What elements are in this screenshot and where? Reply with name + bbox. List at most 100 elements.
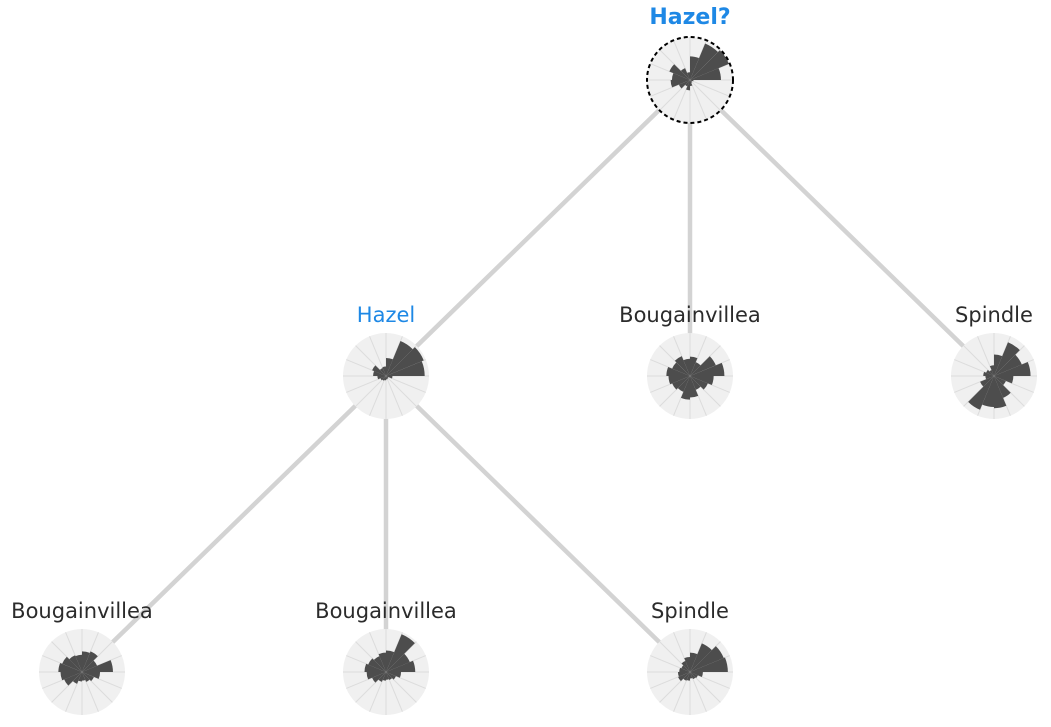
rose-bar bbox=[378, 652, 386, 672]
rose-bar bbox=[82, 672, 101, 679]
rose-spoke bbox=[673, 336, 691, 377]
rose-bar bbox=[989, 370, 994, 376]
rose-spoke bbox=[369, 375, 387, 416]
rose-bar bbox=[386, 660, 416, 672]
query-highlight-ring bbox=[646, 36, 734, 124]
rose-bar bbox=[75, 654, 82, 672]
rose-bar bbox=[386, 653, 410, 672]
rose-spoke bbox=[355, 375, 387, 407]
rose-bar bbox=[683, 672, 690, 681]
rose-bar bbox=[368, 658, 386, 672]
rose-bar bbox=[82, 651, 90, 672]
rose-bar bbox=[681, 660, 690, 672]
rose-spoke bbox=[65, 671, 83, 712]
rose-bar bbox=[690, 643, 712, 672]
edges-layer bbox=[79, 77, 997, 675]
tree-node-boug2: Bougainvillea bbox=[11, 599, 153, 715]
rose-bar bbox=[377, 376, 386, 380]
node-label: Bougainvillea bbox=[619, 303, 761, 327]
tree-node-root: Hazel? bbox=[646, 5, 734, 124]
rose-bar bbox=[386, 672, 402, 678]
rose-bar bbox=[82, 660, 98, 672]
rose-bar bbox=[372, 672, 386, 683]
rose-bar bbox=[386, 672, 393, 680]
rose-bar bbox=[386, 376, 389, 379]
rose-bar bbox=[690, 376, 708, 390]
rose-bar bbox=[386, 347, 424, 376]
rose-bar bbox=[681, 665, 690, 672]
rose-bar bbox=[982, 376, 994, 407]
rose-bar bbox=[985, 376, 994, 380]
rose-bar bbox=[980, 376, 994, 387]
rose-bar bbox=[378, 672, 386, 682]
rose-bar bbox=[671, 73, 690, 80]
rose-spoke bbox=[385, 375, 417, 407]
rose-bar bbox=[690, 657, 728, 672]
rose-bar bbox=[686, 672, 690, 681]
rose-bar bbox=[677, 376, 690, 392]
rose-spoke bbox=[650, 63, 691, 81]
rose-bar bbox=[677, 672, 690, 677]
rose-bar bbox=[994, 376, 1011, 398]
rose-bar bbox=[386, 650, 395, 672]
rose-bar bbox=[69, 655, 82, 672]
rose-bar bbox=[994, 354, 1022, 376]
rose-bar bbox=[382, 376, 386, 381]
rose-bar bbox=[669, 64, 690, 80]
rose-bar bbox=[82, 672, 90, 682]
rose-bar bbox=[379, 368, 386, 376]
rose-bar bbox=[690, 68, 721, 80]
node-label: Bougainvillea bbox=[11, 599, 153, 623]
edge-root-to-spindle1 bbox=[687, 77, 997, 379]
rose-bar bbox=[687, 72, 690, 80]
rose-bar bbox=[78, 672, 82, 682]
rose-bar bbox=[680, 376, 690, 400]
rose-bar bbox=[64, 672, 82, 686]
rose-bar bbox=[672, 362, 690, 376]
rose-bar bbox=[386, 672, 389, 680]
rose-spoke bbox=[673, 40, 691, 81]
rose-spoke bbox=[689, 40, 707, 81]
rose-bar bbox=[382, 672, 386, 681]
rose-spoke bbox=[954, 375, 995, 393]
rose-bar bbox=[666, 366, 690, 376]
rose-bar bbox=[994, 376, 1006, 386]
rose-bar bbox=[690, 646, 724, 672]
node-label: Spindle bbox=[955, 303, 1033, 327]
rose-spoke bbox=[385, 375, 426, 393]
rose-bar bbox=[373, 371, 386, 376]
rose-bar bbox=[686, 80, 690, 91]
rose-bar bbox=[82, 660, 113, 672]
rose-bar bbox=[986, 369, 994, 376]
rose-bar bbox=[690, 672, 696, 680]
rose-bar bbox=[679, 667, 690, 672]
rose-bar bbox=[690, 50, 729, 80]
rose-bar bbox=[386, 357, 393, 376]
tree-node-boug1: Bougainvillea bbox=[619, 303, 761, 419]
rose-spoke bbox=[689, 632, 707, 673]
rose-spoke bbox=[689, 79, 707, 120]
rose-bar bbox=[674, 356, 690, 376]
rose-bar bbox=[994, 376, 1007, 409]
rose-bar bbox=[386, 672, 396, 680]
rose-bar bbox=[983, 371, 994, 376]
rose-spoke bbox=[977, 336, 995, 377]
rose-bar bbox=[386, 376, 388, 380]
tree-node-spindle2: Spindle bbox=[647, 599, 733, 715]
rose-bar bbox=[373, 656, 386, 672]
rose-bar bbox=[690, 652, 698, 672]
rose-bar bbox=[989, 365, 994, 376]
rose-spoke bbox=[689, 336, 707, 377]
rose-bar bbox=[366, 672, 386, 680]
rose-bar bbox=[58, 662, 82, 672]
rose-bar bbox=[690, 376, 714, 386]
rose-spoke bbox=[346, 671, 387, 689]
rose-bar bbox=[62, 656, 82, 672]
rose-bar bbox=[386, 341, 413, 376]
edge-hazel-to-boug2 bbox=[79, 373, 389, 675]
edge-root-to-hazel bbox=[383, 77, 693, 379]
rose-bar bbox=[690, 672, 698, 679]
node-label: Bougainvillea bbox=[315, 599, 457, 623]
rose-bar bbox=[680, 68, 690, 80]
